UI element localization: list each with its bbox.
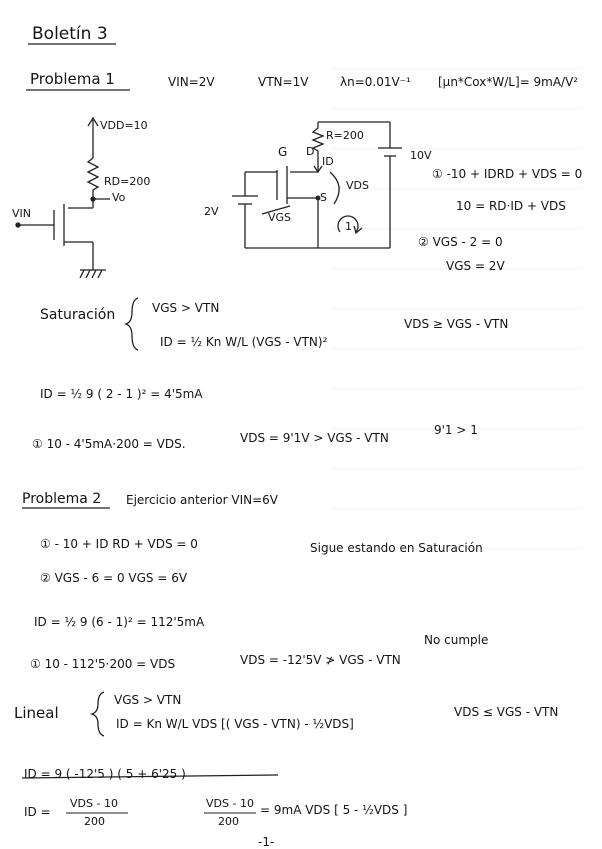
label-d: D bbox=[306, 145, 315, 158]
circuit-right bbox=[232, 121, 402, 249]
sat-side: VDS ≥ VGS - VTN bbox=[404, 317, 509, 331]
label-vin: VIN bbox=[12, 207, 31, 220]
p2-vds-result: VDS = -12'5V ≯ VGS - VTN bbox=[240, 653, 401, 667]
eq-loop1: ① -10 + IDRD + VDS = 0 bbox=[432, 167, 583, 181]
label-2v: 2V bbox=[204, 205, 219, 218]
problema2-heading: Problema 2 bbox=[22, 491, 102, 507]
problema1-heading: Problema 1 bbox=[30, 70, 115, 88]
eq-loop2: ② VGS - 2 = 0 bbox=[418, 235, 503, 249]
vds-calc-c: 9'1 > 1 bbox=[434, 423, 478, 437]
final-rhs: = 9mA VDS [ 5 - ½VDS ] bbox=[260, 803, 408, 817]
vds-calc-b: VDS = 9'1V > VGS - VTN bbox=[240, 431, 389, 445]
label-rd: RD=200 bbox=[104, 175, 151, 188]
label-id: ID bbox=[322, 155, 334, 168]
given-vin: VIN=2V bbox=[168, 75, 215, 89]
given-lambda: λn=0.01V⁻¹ bbox=[340, 75, 411, 89]
final-num: VDS - 10 bbox=[206, 797, 254, 810]
page-title: Boletín 3 bbox=[32, 24, 108, 44]
bleed-through-shadow bbox=[330, 40, 580, 560]
id-frac-den: 200 bbox=[84, 815, 105, 828]
id-frac-lhs: ID = bbox=[24, 805, 51, 819]
id-calc-p1: ID = ½ 9 ( 2 - 1 )² = 4'5mA bbox=[40, 387, 203, 401]
label-vgs: VGS bbox=[268, 211, 292, 224]
eq-loop1b: 10 = RD·ID + VDS bbox=[456, 199, 566, 213]
label-vo: Vo bbox=[112, 191, 126, 204]
sat-cond1: VGS > VTN bbox=[152, 301, 220, 315]
given-kn: [μn*Cox*W/L]= 9mA/V² bbox=[438, 75, 579, 89]
lineal-label: Lineal bbox=[14, 704, 59, 722]
eq-loop2b: VGS = 2V bbox=[446, 259, 505, 273]
label-s: S bbox=[320, 191, 327, 204]
struck-equation: ID = 9 ( -12'5 ) ( 5 + 6'25 ) bbox=[24, 767, 186, 781]
label-loop1: 1 bbox=[345, 220, 352, 233]
saturacion-label: Saturación bbox=[40, 307, 116, 323]
label-g: G bbox=[278, 145, 288, 159]
label-vds: VDS bbox=[346, 179, 369, 192]
lin-cond2: ID = Kn W/L VDS [( VGS - VTN) - ½VDS] bbox=[116, 717, 354, 731]
p2-id-calc: ID = ½ 9 (6 - 1)² = 112'5mA bbox=[34, 615, 205, 629]
label-10v: 10V bbox=[410, 149, 432, 162]
label-vdd: VDD=10 bbox=[100, 119, 148, 132]
problema2-subtitle: Ejercicio anterior VIN=6V bbox=[126, 493, 279, 507]
label-r: R=200 bbox=[326, 129, 364, 142]
brace-saturacion bbox=[123, 297, 139, 351]
page-number: -1- bbox=[258, 835, 275, 849]
lin-cond1: VGS > VTN bbox=[114, 693, 182, 707]
p2-eq2: ② VGS - 6 = 0 VGS = 6V bbox=[40, 571, 188, 585]
no-cumple: No cumple bbox=[424, 633, 489, 647]
circuit-left bbox=[15, 116, 110, 279]
vds-calc-a: ① 10 - 4'5mA·200 = VDS. bbox=[32, 437, 186, 451]
p2-eq1: ① - 10 + ID RD + VDS = 0 bbox=[40, 537, 198, 551]
brace-lineal bbox=[89, 691, 105, 737]
sat-cond2: ID = ½ Kn W/L (VGS - VTN)² bbox=[160, 335, 328, 349]
given-vtn: VTN=1V bbox=[258, 75, 309, 89]
final-den: 200 bbox=[218, 815, 239, 828]
p2-vds-calc: ① 10 - 112'5·200 = VDS bbox=[30, 657, 176, 671]
id-frac-num: VDS - 10 bbox=[70, 797, 118, 810]
p2-eq1-note: Sigue estando en Saturación bbox=[310, 541, 483, 555]
lin-side: VDS ≤ VGS - VTN bbox=[454, 705, 559, 719]
